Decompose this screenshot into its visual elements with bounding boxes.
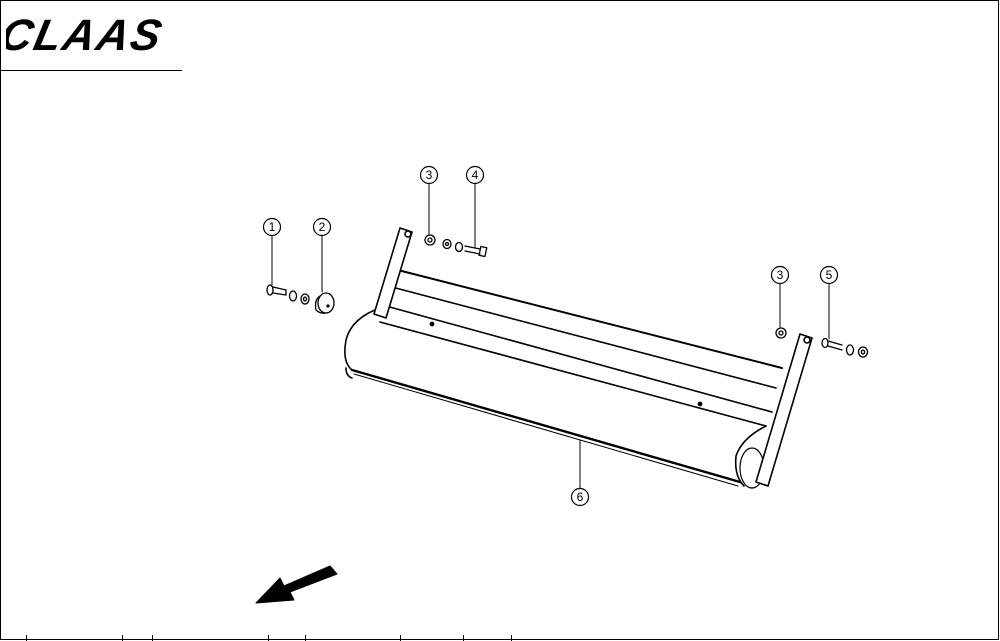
callout-3-top-label: 3 xyxy=(426,168,433,182)
footer-divider xyxy=(268,635,269,641)
footer-divider xyxy=(26,635,27,641)
callout-1: 1 xyxy=(262,217,282,237)
left-hardware xyxy=(266,284,335,314)
callout-6: 6 xyxy=(570,487,590,507)
callout-5-label: 5 xyxy=(826,268,833,282)
left-bracket-arm xyxy=(373,227,413,319)
callout-2: 2 xyxy=(312,217,332,237)
footer-divider xyxy=(305,635,306,641)
callout-1-label: 1 xyxy=(269,220,276,234)
callout-6-label: 6 xyxy=(577,490,584,504)
callout-4-label: 4 xyxy=(472,168,479,182)
callout-3-right: 3 xyxy=(770,265,790,285)
right-bracket-arm xyxy=(755,333,813,487)
footer-divider xyxy=(152,635,153,641)
footer-divider xyxy=(463,635,464,641)
footer-divider xyxy=(122,635,123,641)
callout-3-top: 3 xyxy=(419,165,439,185)
footer-divider xyxy=(511,635,512,641)
right-hardware xyxy=(775,327,869,358)
callout-2-label: 2 xyxy=(319,220,326,234)
direction-arrow-icon xyxy=(255,565,338,604)
top-hardware xyxy=(424,234,488,258)
callout-3-right-label: 3 xyxy=(777,268,784,282)
footer-table-strip xyxy=(0,635,1000,641)
claas-logo-graphic: CLAAS xyxy=(6,12,168,58)
footer-divider xyxy=(400,635,401,641)
claas-logo: CLAAS xyxy=(6,12,188,58)
logo-text: CLAAS xyxy=(6,12,168,58)
leader-lines xyxy=(271,182,830,489)
deflector-plate xyxy=(344,267,783,489)
logo-underline xyxy=(0,70,182,71)
callout-4: 4 xyxy=(465,165,485,185)
callout-5: 5 xyxy=(819,265,839,285)
